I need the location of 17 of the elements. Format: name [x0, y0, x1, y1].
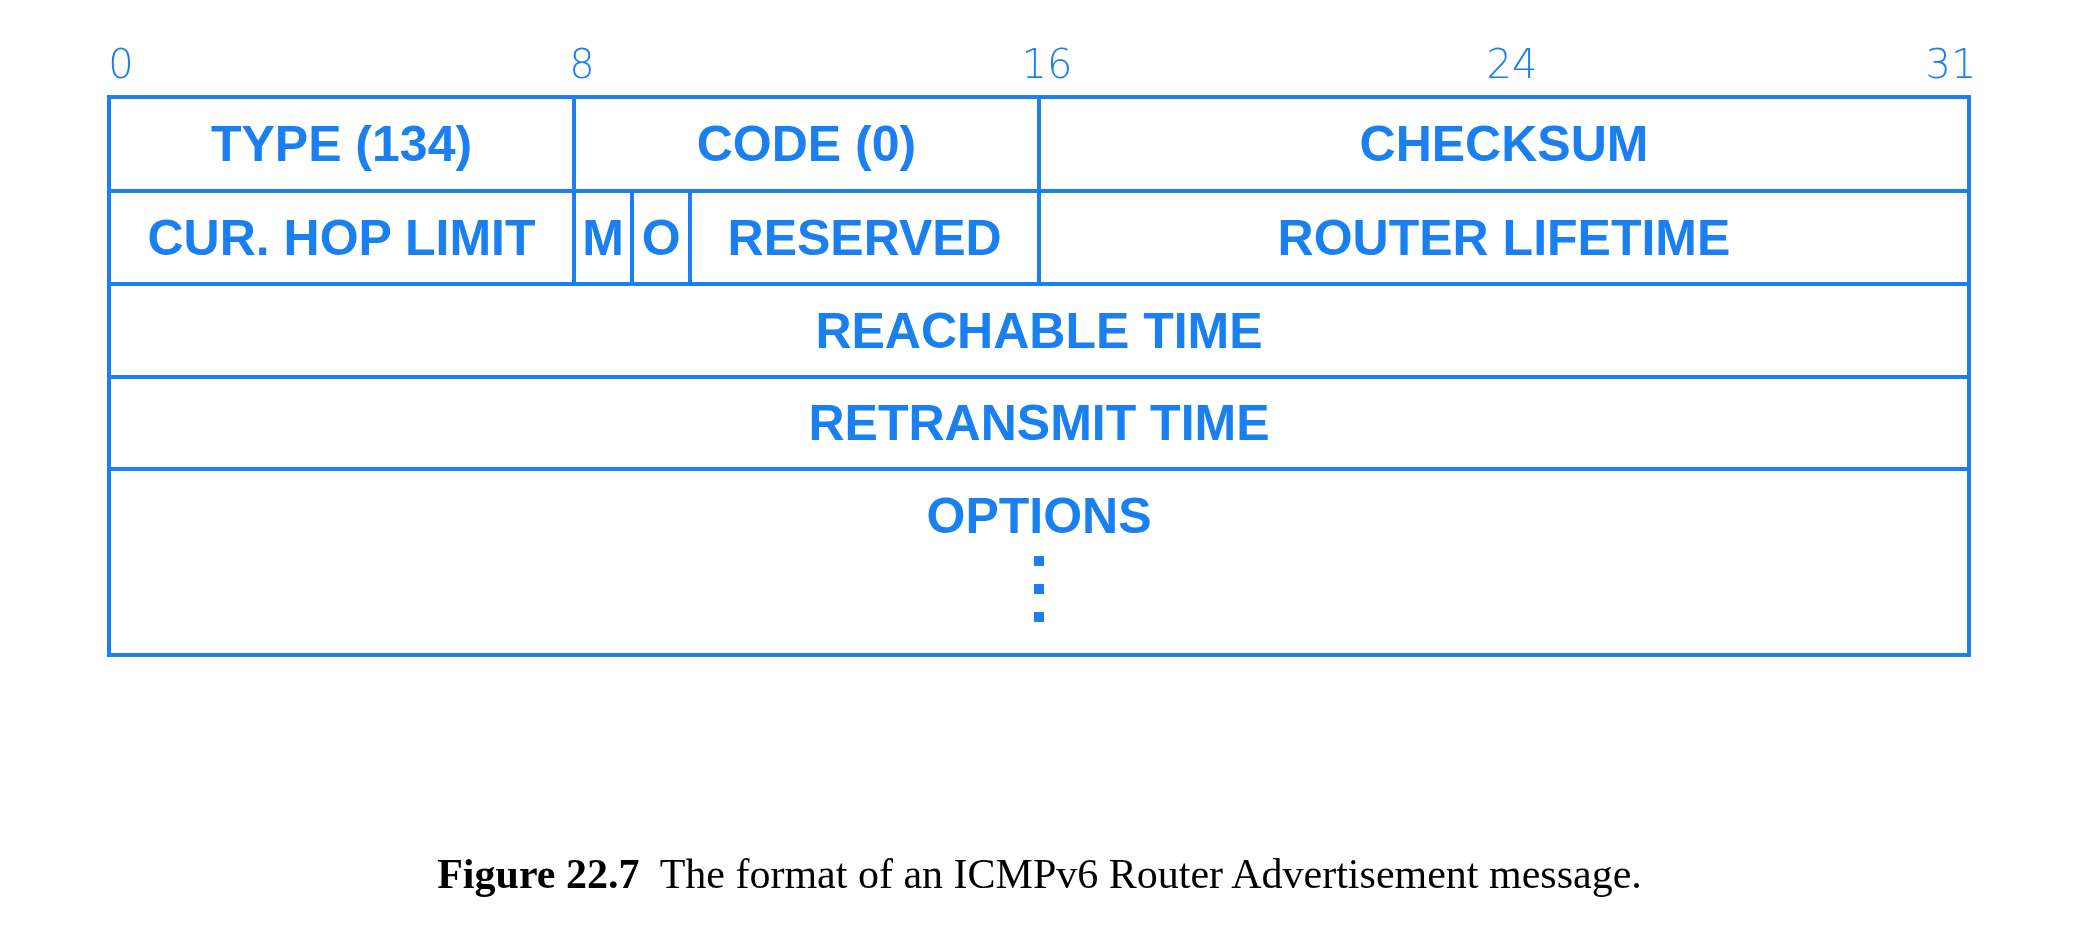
field-name: RETRANSMIT TIME: [808, 398, 1270, 448]
field-name: OPTIONS: [926, 491, 1152, 541]
field-name: TYPE (134): [210, 119, 473, 169]
field-name: O: [641, 212, 681, 263]
field-name: CUR. HOP LIMIT: [147, 212, 536, 263]
bit-number: 24: [1486, 44, 1538, 84]
field-name: CODE (0): [696, 119, 917, 169]
bit-number: 16: [1021, 44, 1073, 84]
field-name: M: [582, 212, 624, 263]
field-name: RESERVED: [727, 212, 1002, 263]
bit-number: 0: [108, 44, 134, 84]
figure-caption: Figure 22.7 The format of an ICMPv6 Router Advertisement message.: [437, 851, 1642, 897]
bit-number: 8: [569, 44, 595, 84]
field-name: REACHABLE TIME: [815, 305, 1263, 356]
field-name: ROUTER LIFETIME: [1277, 212, 1731, 263]
field-name: CHECKSUM: [1359, 119, 1649, 169]
bit-number: 31: [1925, 44, 1977, 84]
